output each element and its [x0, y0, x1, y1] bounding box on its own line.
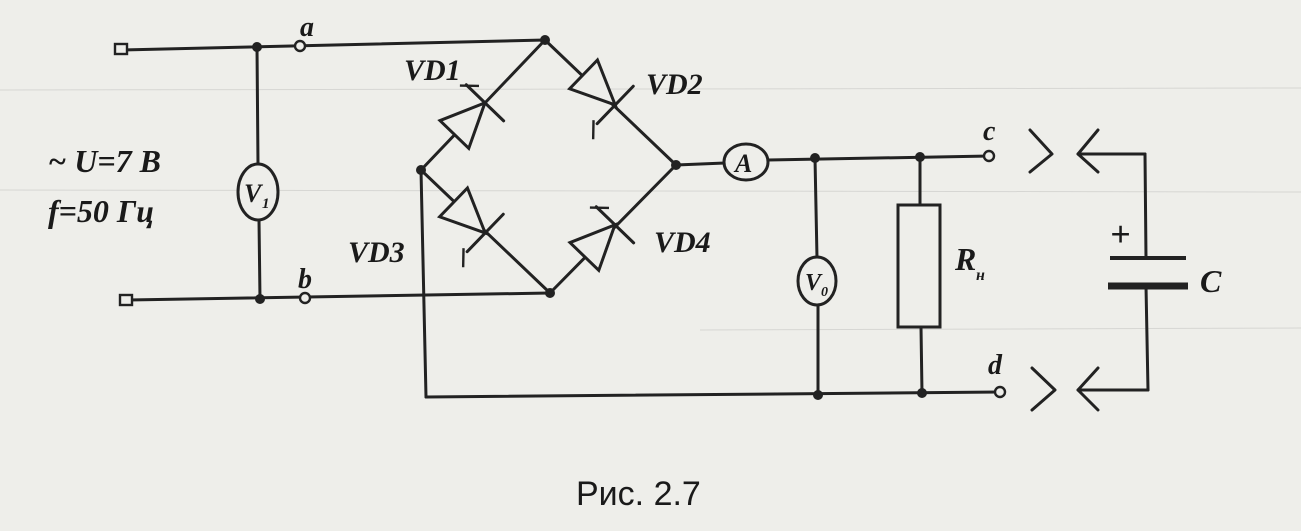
- faint-background: [0, 87, 1301, 331]
- input-wire-top: [113, 35, 550, 56]
- input-wire-bottom: [118, 288, 555, 307]
- output-voltmeter: [796, 156, 838, 397]
- input-terminal-top: [113, 42, 129, 56]
- capacitor-label: C: [1200, 263, 1222, 299]
- input-voltmeter-label: V: [244, 179, 264, 208]
- node-d-terminal: [993, 385, 1007, 399]
- diode-vd2-label: VD2: [646, 68, 703, 101]
- node-b-label: b: [298, 264, 312, 295]
- load-resistor: [896, 155, 942, 395]
- node-d-label: d: [988, 350, 1003, 381]
- diode-vd1-label: VD1: [404, 54, 461, 87]
- diode-bridge: [416, 38, 681, 295]
- diode-vd1: [437, 83, 506, 152]
- load-label-sub: н: [976, 267, 985, 284]
- input-voltmeter: [236, 45, 280, 301]
- diode-vd3-label: VD3: [348, 236, 405, 269]
- figure-caption: Рис. 2.7: [576, 475, 701, 513]
- connector-c-male: [1028, 128, 1054, 174]
- connector-c-female: [1076, 128, 1100, 174]
- capacitor-plus-label: +: [1110, 214, 1131, 254]
- ammeter: [722, 142, 770, 182]
- node-c-terminal: [982, 149, 996, 163]
- ammeter-label: A: [733, 149, 752, 178]
- source-voltage-label: ~ U=7 B: [48, 143, 161, 179]
- capacitor: [1108, 152, 1188, 392]
- node-a-label: a: [300, 12, 314, 43]
- input-voltmeter-sub: 1: [262, 196, 270, 212]
- output-voltmeter-label: V: [805, 270, 823, 296]
- output-wire-bottom: [419, 168, 1150, 412]
- node-b-terminal: [298, 291, 312, 305]
- diode-vd2: [566, 57, 635, 140]
- connector-d-male: [1030, 366, 1057, 412]
- diode-vd4-label: VD4: [654, 226, 711, 259]
- output-voltmeter-sub: 0: [821, 285, 828, 300]
- source-frequency-label: f=50 Гц: [48, 193, 154, 229]
- node-c-label: c: [983, 116, 996, 147]
- node-a-terminal: [293, 39, 307, 53]
- diode-vd4: [567, 205, 636, 274]
- diode-vd3: [436, 185, 505, 268]
- input-terminal-bottom: [118, 293, 134, 307]
- load-label: R: [954, 241, 976, 277]
